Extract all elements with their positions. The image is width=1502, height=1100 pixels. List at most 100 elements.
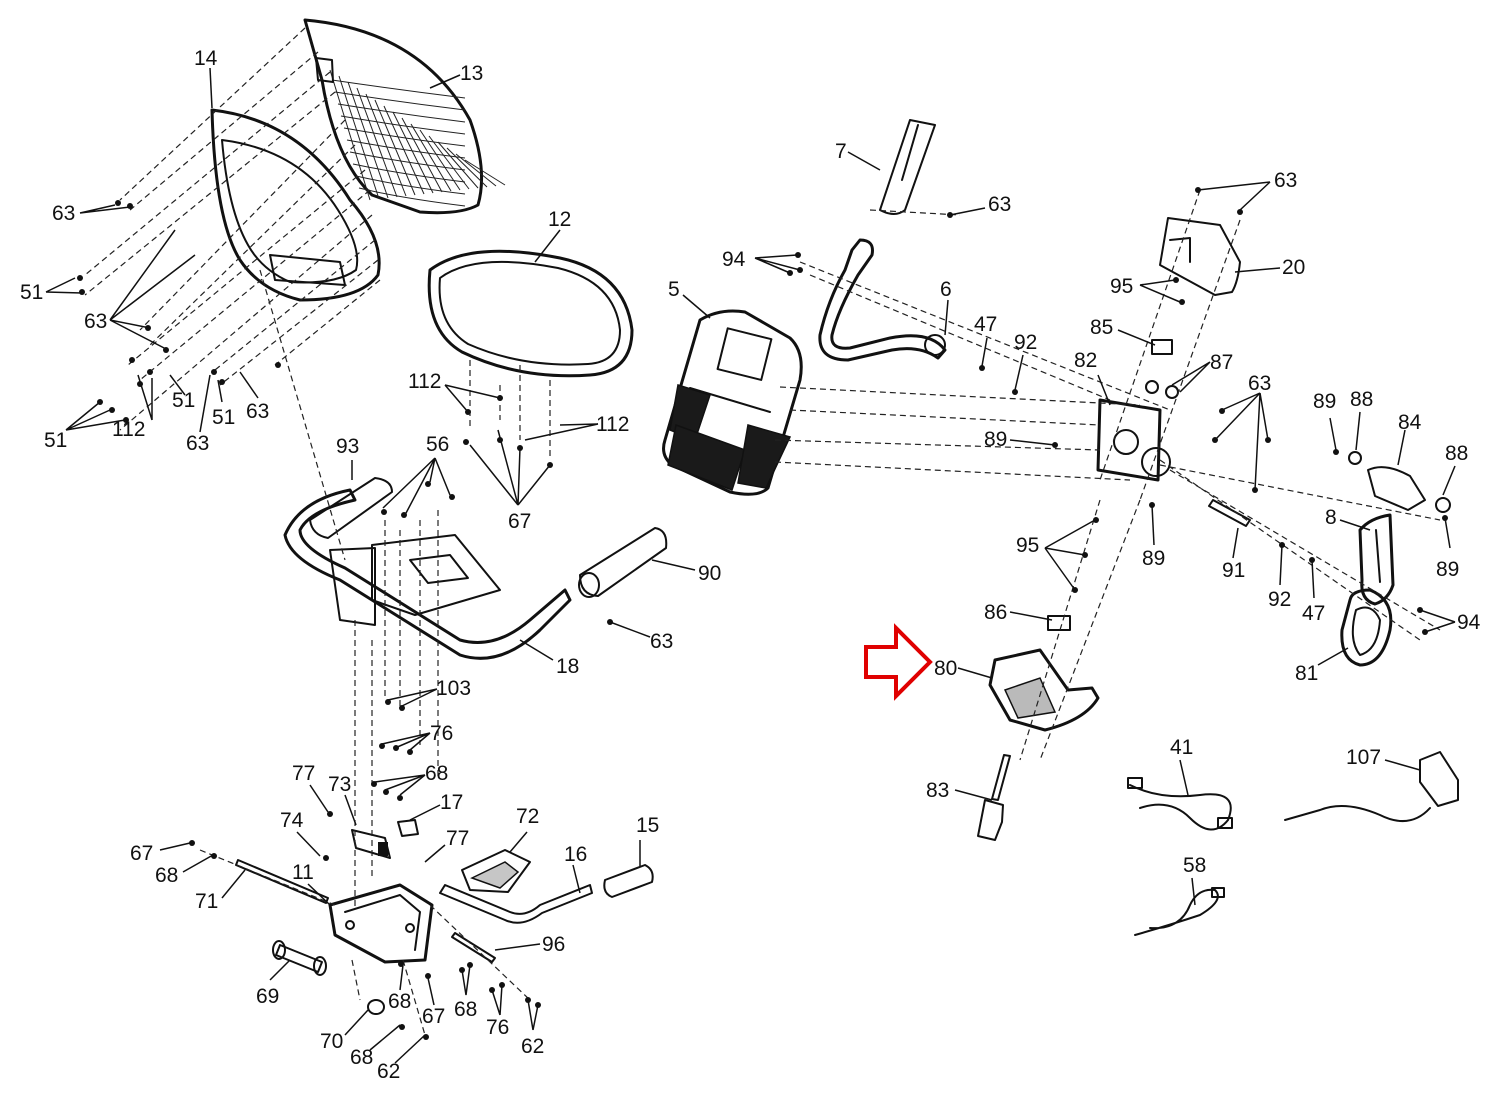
fastener-dot (795, 252, 801, 258)
mesh-line (374, 99, 416, 196)
part-83-leg (977, 754, 1011, 841)
mesh-line (358, 187, 466, 207)
callout-94: 94 (1457, 611, 1481, 634)
mesh-line (428, 135, 470, 190)
callout-12: 12 (548, 208, 571, 231)
callout-63: 63 (84, 310, 107, 333)
mesh-line (355, 175, 466, 195)
mesh-line (331, 79, 466, 99)
fastener-dot (323, 855, 329, 861)
callout-112: 112 (596, 413, 629, 436)
fastener-dot (127, 203, 133, 209)
callout-95: 95 (1110, 275, 1133, 298)
part-14-seat-back-frame (210, 108, 381, 302)
callout-58: 58 (1183, 854, 1206, 877)
callout-84: 84 (1398, 411, 1422, 434)
fastener-dot (1093, 517, 1099, 523)
callout-92: 92 (1014, 331, 1037, 354)
part-88-bushings (1348, 451, 1451, 513)
callout-47: 47 (1302, 602, 1325, 625)
callout-68: 68 (388, 990, 411, 1013)
part-84-crank (1367, 466, 1426, 511)
callout-73: 73 (328, 773, 351, 796)
part-12-seat-cushion (427, 249, 634, 378)
fastener-dot (79, 289, 85, 295)
part-71-axle (235, 859, 329, 904)
callout-87: 87 (1210, 351, 1233, 374)
callout-85: 85 (1090, 316, 1113, 339)
mesh-line (329, 69, 371, 201)
mesh-line (349, 151, 466, 171)
callout-86: 86 (984, 601, 1007, 624)
mesh-line (343, 127, 466, 147)
highlight-arrow-icon (864, 623, 933, 701)
callout-51: 51 (172, 389, 195, 412)
part-85-spacer (1151, 339, 1173, 355)
fastener-dot (399, 705, 405, 711)
part-20-top-cover (1159, 217, 1241, 296)
part-86-spacer (1047, 615, 1071, 631)
callout-83: 83 (926, 779, 949, 802)
part-16-lever-arm (439, 884, 593, 924)
callout-94: 94 (722, 248, 746, 271)
fastener-dot (219, 379, 225, 385)
fastener-dot (109, 407, 115, 413)
callout-68: 68 (425, 762, 448, 785)
callout-96: 96 (542, 933, 565, 956)
callout-56: 56 (426, 433, 449, 456)
fastener-markers (77, 187, 1448, 1040)
part-7-upper-grip (879, 119, 936, 215)
mesh-line (337, 103, 466, 123)
callout-76: 76 (430, 722, 453, 745)
callout-74: 74 (280, 809, 304, 832)
callout-93: 93 (336, 435, 359, 458)
callout-13: 13 (460, 62, 483, 85)
mesh-line (455, 153, 497, 187)
part-91-axle (1208, 499, 1251, 527)
mesh-line (347, 81, 389, 199)
callout-63: 63 (1248, 372, 1271, 395)
callout-89: 89 (1313, 390, 1336, 413)
part-96-axle (451, 932, 496, 963)
part-93-handle-grip (309, 477, 393, 539)
callout-8: 8 (1325, 506, 1337, 529)
fastener-dot (327, 811, 333, 817)
callout-91: 91 (1222, 559, 1245, 582)
part-70-bushing (367, 999, 385, 1015)
part-69-pin (272, 940, 327, 976)
fastener-dot (425, 973, 431, 979)
callout-18: 18 (556, 655, 579, 678)
callout-11: 11 (292, 861, 314, 884)
fastener-dot (1333, 449, 1339, 455)
callout-107: 107 (1346, 746, 1381, 769)
part-82-side-panel (1096, 398, 1171, 482)
part-81-side-handle-loop (1340, 588, 1393, 667)
callout-leaders (45, 67, 1456, 1064)
callout-67: 67 (422, 1005, 445, 1028)
fastener-dot (979, 365, 985, 371)
part-5-console (662, 309, 803, 496)
callout-72: 72 (516, 805, 539, 828)
callout-51: 51 (20, 281, 43, 304)
callout-88: 88 (1445, 442, 1468, 465)
mesh-line (338, 75, 380, 200)
callout-63: 63 (52, 202, 75, 225)
part-58-cable (1134, 887, 1225, 936)
fastener-dot (381, 509, 387, 515)
callout-63: 63 (650, 630, 673, 653)
mesh-line (346, 139, 466, 159)
fastener-dot (425, 481, 431, 487)
callout-15: 15 (636, 814, 659, 837)
callout-82: 82 (1074, 349, 1097, 372)
fastener-dot (123, 417, 129, 423)
callout-89: 89 (1142, 547, 1165, 570)
callout-112: 112 (408, 370, 441, 393)
callout-76: 76 (486, 1016, 509, 1039)
mesh-line (464, 159, 506, 186)
part-80-base-cover (988, 648, 1100, 732)
mesh-line (334, 91, 466, 111)
fastener-dot (129, 357, 135, 363)
callout-62: 62 (521, 1035, 544, 1058)
fastener-dot (399, 1024, 405, 1030)
